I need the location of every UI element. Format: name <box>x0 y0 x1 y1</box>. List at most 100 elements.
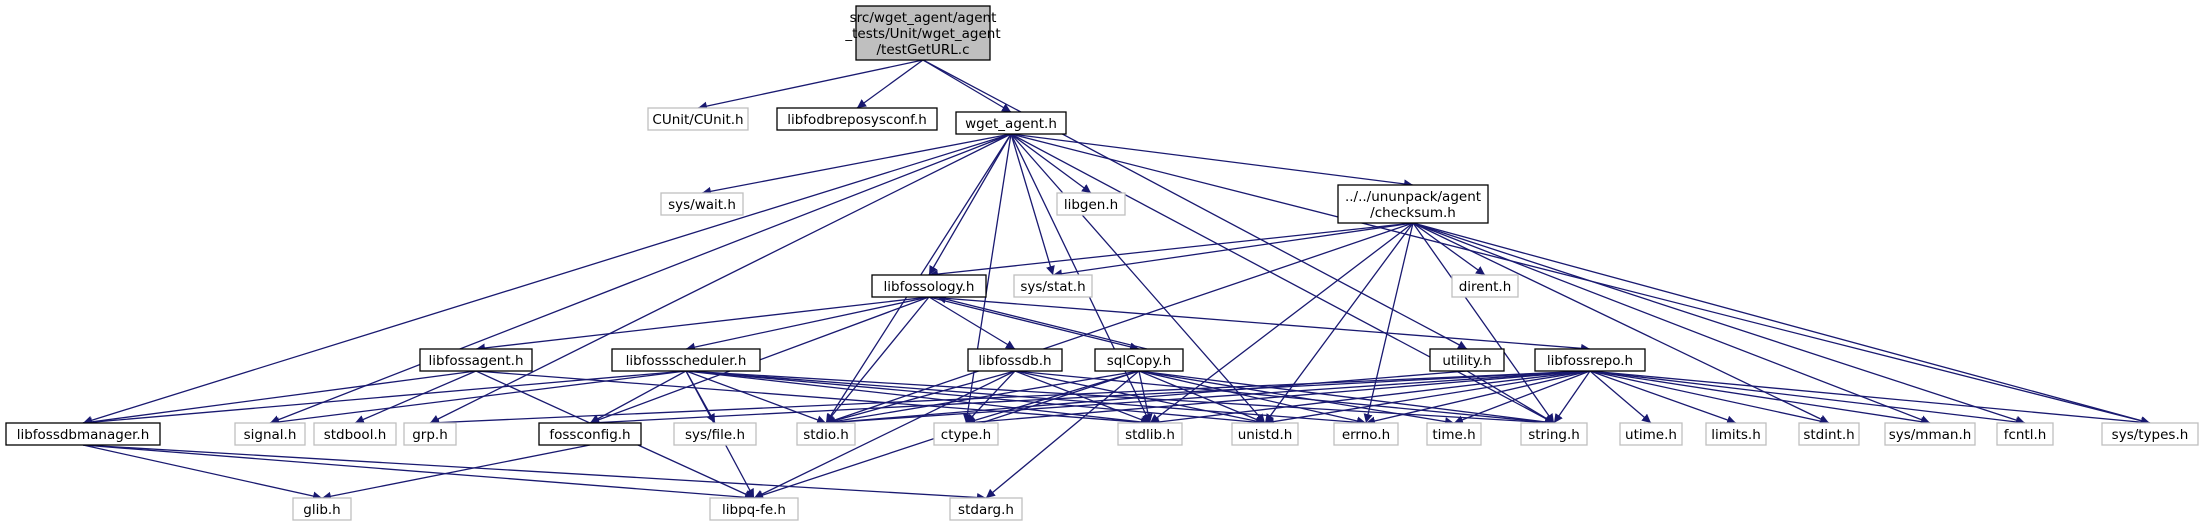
edge-sqlcopy-to-stdlib <box>1138 370 1153 424</box>
node-libfossscheduler[interactable]: libfossscheduler.h <box>611 348 761 372</box>
edge-libfossrepo-to-time <box>1453 370 1591 424</box>
node-label: limits.h <box>1711 427 1761 443</box>
dependency-edges <box>82 59 2151 502</box>
edge-wget_agent-to-libgen <box>1010 133 1092 194</box>
node-label: libgen.h <box>1064 197 1118 213</box>
node-box <box>234 422 306 446</box>
edge-libfossrepo-to-unistd <box>1264 370 1591 427</box>
edge-libfossology-to-sqlcopy <box>928 296 1140 352</box>
edge-libfossrepo-to-string <box>1553 370 1591 424</box>
node-fossconfig[interactable]: fossconfig.h <box>538 422 642 446</box>
edge-libfossagent-to-libfossdbmanager <box>82 370 477 427</box>
node-box <box>1056 192 1126 216</box>
node-sqlcopy[interactable]: sqlCopy.h <box>1094 348 1184 372</box>
edge-libfossdb-to-libpq <box>753 370 1016 499</box>
node-label: unistd.h <box>1238 427 1293 443</box>
node-box <box>5 422 161 446</box>
node-label: libpq-fe.h <box>722 502 786 518</box>
edge-libfossscheduler-to-stdio <box>685 370 827 425</box>
edge-root-to-utility <box>922 59 1468 350</box>
node-box <box>611 348 761 372</box>
node-label: stdint.h <box>1803 427 1854 443</box>
edge-wget_agent-to-sys_wait <box>701 133 1012 196</box>
edge-wget_agent-to-sys_stat <box>1010 133 1055 276</box>
node-libfossdb[interactable]: libfossdb.h <box>967 348 1063 372</box>
edge-libfossrepo-to-stdlib <box>1149 370 1591 427</box>
node-stdint: stdint.h <box>1798 422 1860 446</box>
edge-root-to-libfodbrepo <box>856 59 924 109</box>
node-label: utime.h <box>1625 427 1677 443</box>
node-label: ../../ununpack/agent <box>1345 189 1481 205</box>
edge-sqlcopy-to-stdio <box>825 370 1140 426</box>
node-root[interactable]: src/wget_agent/agent_tests/Unit/wget_age… <box>844 5 1001 61</box>
edge-checksum-to-sys_stat <box>1052 222 1414 279</box>
edge-utility-to-stdio <box>825 370 1468 427</box>
node-box <box>955 111 1067 135</box>
node-libfossdbmanager[interactable]: libfossdbmanager.h <box>5 422 161 446</box>
node-box <box>538 422 642 446</box>
node-utime: utime.h <box>1619 422 1683 446</box>
node-label: /checksum.h <box>1370 205 1456 221</box>
node-box <box>933 422 999 446</box>
node-label: fossconfig.h <box>549 427 630 443</box>
edge-libfossscheduler-to-signal <box>269 370 687 427</box>
node-box <box>1231 422 1299 446</box>
edge-wget_agent-to-libfossology <box>928 133 1012 276</box>
node-libfossrepo[interactable]: libfossrepo.h <box>1534 348 1646 372</box>
node-label: sys/mman.h <box>1889 427 1972 443</box>
node-label: libfossrepo.h <box>1547 353 1633 369</box>
node-box <box>1013 274 1093 298</box>
edge-libfossrepo-to-limits <box>1589 370 1737 425</box>
node-time: time.h <box>1426 422 1482 446</box>
edge-libfossrepo-to-sys_types <box>1589 370 2151 427</box>
node-box <box>419 348 533 372</box>
node-signal: signal.h <box>234 422 306 446</box>
dependency-nodes: src/wget_agent/agent_tests/Unit/wget_age… <box>5 5 2199 521</box>
edge-libfossdb-to-stdio <box>825 370 1016 425</box>
node-libfossology[interactable]: libfossology.h <box>871 274 987 298</box>
node-label: sys/file.h <box>685 427 745 443</box>
node-box <box>1520 422 1588 446</box>
node-label: dirent.h <box>1459 279 1512 295</box>
node-checksum[interactable]: ../../ununpack/agent/checksum.h <box>1337 184 1489 224</box>
node-box <box>313 422 397 446</box>
node-libfodbrepo[interactable]: libfodbreposysconf.h <box>776 107 938 131</box>
edge-libfossdbmanager-to-libpq <box>82 444 755 502</box>
edge-checksum-to-dirent <box>1412 222 1486 276</box>
node-label: libfossology.h <box>884 279 975 295</box>
edge-wget_agent-to-sys_types <box>1010 133 2151 426</box>
node-libfossagent[interactable]: libfossagent.h <box>419 348 533 372</box>
node-ctype: ctype.h <box>933 422 999 446</box>
node-label: libfossscheduler.h <box>626 353 747 369</box>
edge-wget_agent-to-signal <box>269 133 1012 424</box>
edge-checksum-to-stdint <box>1412 222 1830 424</box>
edge-checksum-to-string <box>1412 222 1555 424</box>
node-label: CUnit/CUnit.h <box>652 112 743 128</box>
node-label: libfodbreposysconf.h <box>787 112 927 128</box>
edge-libfossrepo-to-ctype <box>965 370 1591 427</box>
node-box <box>776 107 938 131</box>
node-box <box>949 497 1023 521</box>
edge-checksum-to-libfossology <box>928 222 1414 279</box>
node-utility[interactable]: utility.h <box>1429 348 1505 372</box>
node-box <box>660 192 744 216</box>
node-wget_agent[interactable]: wget_agent.h <box>955 111 1067 135</box>
node-errno: errno.h <box>1333 422 1399 446</box>
node-label: _tests/Unit/wget_agent <box>844 26 1000 42</box>
edge-wget_agent-to-libfossdbmanager <box>82 133 1012 425</box>
node-fcntl: fcntl.h <box>1996 422 2054 446</box>
edge-libfossdbmanager-to-stdarg <box>82 444 987 502</box>
edge-checksum-to-fcntl <box>1412 222 2026 425</box>
node-sys_mman: sys/mman.h <box>1884 422 1976 446</box>
node-label: fcntl.h <box>2004 427 2047 443</box>
node-label: /testGetURL.c <box>876 42 969 58</box>
node-box <box>647 107 749 131</box>
node-cunit: CUnit/CUnit.h <box>647 107 749 131</box>
edge-libfossdb-to-ctype <box>965 370 1016 424</box>
node-libpq: libpq-fe.h <box>709 497 799 521</box>
edge-root-to-wget_agent <box>922 59 1012 113</box>
node-grp: grp.h <box>403 422 457 446</box>
edge-libfossrepo-to-fcntl <box>1589 370 2026 427</box>
node-label: sys/stat.h <box>1020 279 1085 295</box>
edge-libfossrepo-to-errno <box>1365 370 1591 426</box>
